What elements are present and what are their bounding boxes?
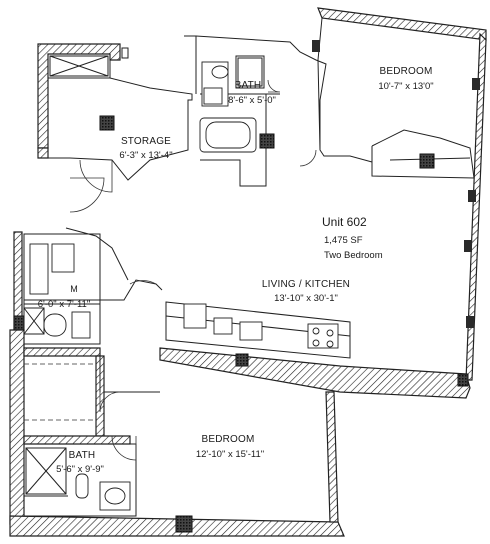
room-name-bedroom-s: BEDROOM	[201, 434, 254, 445]
interior-partitions	[23, 17, 475, 517]
room-dims-bedroom-s: 12'-10" x 15'-11"	[196, 449, 264, 460]
room-name-living-kitchen: LIVING / KITCHEN	[262, 279, 350, 290]
room-dims-laundry: 6'-0" x 7'-11"	[38, 299, 90, 310]
room-dims-living-kitchen: 13'-10" x 30'-1"	[274, 293, 338, 304]
room-dims-storage: 6'-3" x 13'-4"	[119, 150, 172, 161]
room-name-bedroom-ne: BEDROOM	[379, 66, 432, 77]
room-labels: BEDROOM 10'-7" x 13'0" BATH 8'-6" x 5'-0…	[38, 66, 434, 475]
structural-columns	[13, 40, 480, 533]
unit-title: Unit 602	[322, 215, 367, 229]
room-dims-bath-top: 8'-6" x 5'-0"	[228, 95, 276, 106]
room-dims-bedroom-ne: 10'-7" x 13'0"	[378, 81, 433, 92]
room-dims-bath-bottom: 5'-6" x 9'-9"	[56, 464, 104, 475]
unit-area: 1,475 SF	[324, 235, 363, 246]
room-name-laundry: M	[70, 284, 78, 294]
room-name-bath-bottom: BATH	[69, 450, 96, 461]
room-name-bath-top: BATH	[235, 80, 262, 91]
unit-type: Two Bedroom	[324, 250, 383, 261]
room-name-storage: STORAGE	[121, 136, 171, 147]
doors	[69, 79, 317, 461]
